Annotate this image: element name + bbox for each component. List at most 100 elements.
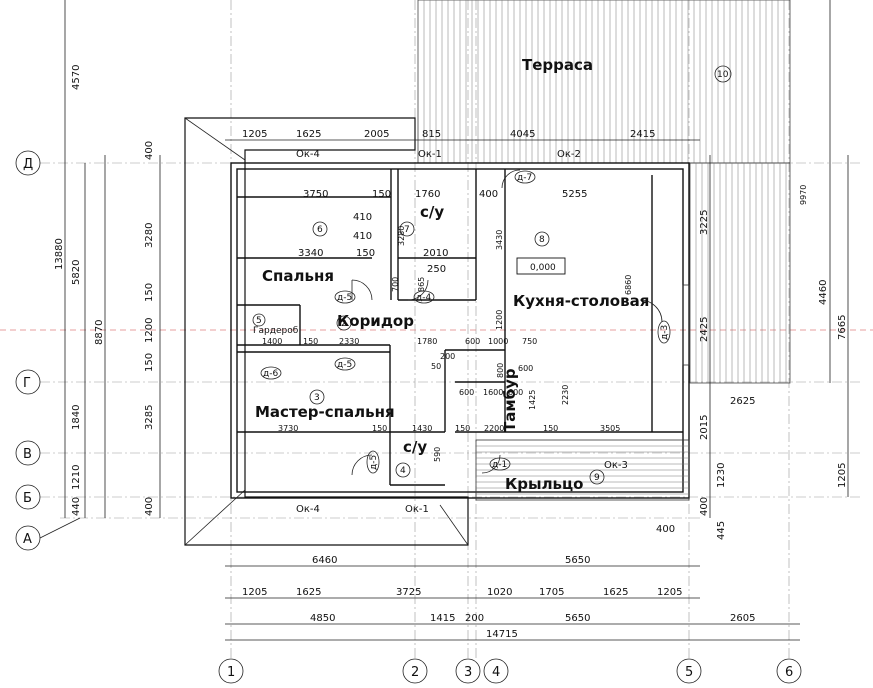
dim-label: 400 (144, 497, 155, 516)
axis-label: Б (23, 491, 32, 506)
dim-label: 1200 (495, 310, 504, 330)
axis-label: Г (23, 376, 31, 391)
axis-label: 1 (227, 665, 235, 680)
dim-label: 250 (427, 264, 446, 275)
dim-label: 410 (353, 231, 372, 242)
dim-label: 3225 (699, 210, 710, 235)
dim-label: 2625 (730, 396, 755, 407)
left-dimensions-outer: 4570 13880 5820 8870 1840 1210 440 (54, 0, 105, 518)
door-label: д-5 (337, 360, 352, 370)
window-ok1-top: Ок-1 (418, 149, 442, 160)
room-bedroom: Спальня (262, 267, 334, 285)
dim-label: 600 (518, 364, 533, 373)
dim-label: 1840 (71, 405, 82, 430)
dim-label: 6860 (624, 275, 633, 295)
axis-label: В (23, 447, 32, 462)
dim-label: 400 (144, 141, 155, 160)
room-number: 3 (314, 393, 320, 403)
roof-outline (184, 117, 469, 546)
room-numbers: 6 7 8 2 5 3 4 9 10 (252, 65, 732, 485)
dim-label: 750 (522, 337, 537, 346)
dim-label: 7665 (837, 315, 848, 340)
door-label: д-3 (660, 325, 670, 340)
dim-label: 150 (151, 303, 153, 305)
room-number: 9 (594, 473, 600, 483)
room-number: 2 (341, 319, 347, 329)
room-wc-bottom: с/у (403, 438, 427, 456)
col-axis-bubbles: 1 2 3 4 5 6 (218, 658, 802, 684)
dim-label: 2605 (730, 613, 755, 624)
axis-label: Д (23, 157, 33, 172)
dim-label: 3285 (144, 405, 155, 430)
dim-label: 1760 (415, 189, 440, 200)
dim-label: 3750 (303, 189, 328, 200)
level-mark-box (516, 257, 566, 275)
door-label: д-1 (492, 460, 507, 470)
dim-label: 150 (144, 283, 155, 302)
dim-label: 1000 (488, 337, 508, 346)
dim-label: 445 (716, 521, 727, 540)
door-label: д-5 (369, 455, 379, 470)
dim-label: 1780 (417, 337, 437, 346)
door-label: д-5 (337, 293, 352, 303)
axis-label: 3 (464, 665, 472, 680)
dim-label: 2415 (630, 129, 655, 140)
dim-label: 2330 (339, 337, 359, 346)
dim-label: 13880 (54, 238, 65, 270)
dim-label: 1430 (412, 424, 432, 433)
dim-label: 6460 (312, 555, 337, 566)
door-labels: д-7 д-5 д-4 д-5 д-6 д-3 д-5 д-1 (260, 170, 671, 474)
dim-label: 150 (543, 424, 558, 433)
room-wardrobe: Гардероб (253, 326, 299, 336)
dim-label: 800 (496, 363, 505, 378)
door-label: д-7 (517, 173, 532, 183)
door-label: д-4 (416, 293, 431, 303)
dim-label: 8870 (94, 320, 105, 345)
level-mark: 0,000 (530, 263, 556, 273)
dim-label: 1400 (262, 337, 282, 346)
door-label: д-6 (263, 369, 278, 379)
dim-label: 150 (356, 248, 375, 259)
top-dimensions: 1205 1625 2005 815 4045 2415 (225, 129, 700, 141)
dim-label: 4850 (310, 613, 335, 624)
window-ok2: Ок-2 (557, 149, 581, 160)
room-terrace: Терраса (522, 56, 593, 74)
dim-label: 2010 (423, 248, 448, 259)
room-number: 10 (717, 70, 729, 80)
dim-label: 2005 (364, 129, 389, 140)
window-ok3: Ок-3 (604, 460, 628, 471)
right-dimensions: 9970 3225 4460 7665 2425 2015 1230 1205 … (699, 0, 849, 540)
left-dimensions-inner: 400 3280 150 1200 150 3285 400 (104, 141, 161, 518)
row-axis-bubbles: Д Г В Б А (15, 150, 81, 551)
dim-label: 1210 (71, 465, 82, 490)
dim-label: 2200 (484, 424, 504, 433)
dim-label: 3505 (600, 424, 620, 433)
dim-label: 440 (71, 497, 82, 516)
room-corridor: Коридор (337, 312, 414, 330)
dim-label: 5650 (565, 555, 590, 566)
room-number: 4 (400, 466, 406, 476)
dim-label: 150 (372, 424, 387, 433)
axis-label: 2 (411, 665, 419, 680)
dim-label: 1625 (296, 587, 321, 598)
room-vestibule: Тамбур (501, 368, 519, 432)
dim-label: 1205 (837, 463, 848, 488)
dim-label: 2230 (561, 385, 570, 405)
dim-label: 600 (508, 388, 523, 397)
dim-label: 150 (455, 424, 470, 433)
room-porch: Крыльцо (505, 475, 583, 493)
dim-label: 3280 (397, 226, 406, 246)
room-wc-top: с/у (420, 203, 444, 221)
dim-label: 400 (479, 189, 498, 200)
dim-label: 14715 (486, 629, 518, 640)
dim-label: 600 (465, 337, 480, 346)
dim-label: 4570 (71, 65, 82, 90)
dim-label: 3730 (278, 424, 298, 433)
dim-label: 1705 (539, 587, 564, 598)
dim-label: 400 (699, 497, 710, 516)
axis-label: А (23, 532, 32, 547)
dim-label: 2015 (699, 415, 710, 440)
room-kitchen: Кухня-столовая (513, 292, 649, 310)
window-ok4-top: Ок-4 (296, 149, 320, 160)
dim-label: 9970 (799, 185, 808, 205)
